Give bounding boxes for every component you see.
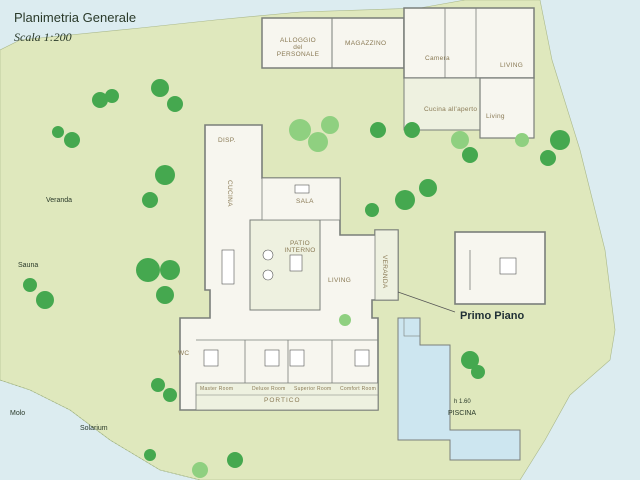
bed [499, 257, 517, 275]
label-wc: WC [178, 350, 190, 357]
bed [289, 349, 305, 367]
label-warehouse: MAGAZZINO [345, 40, 387, 47]
leader-line [397, 291, 456, 313]
pool-steps [403, 317, 421, 337]
label-bedroom-2: Deluxe Room [252, 386, 286, 392]
label-bedroom-4: Comfort Room [340, 386, 377, 392]
first-floor-inset [454, 231, 546, 305]
shoreline [0, 379, 201, 480]
plan-scale: Scala 1:200 [14, 30, 72, 44]
guest-house [403, 7, 535, 79]
label-patio: PATIO INTERNO [284, 240, 316, 254]
label-bedroom-3: Superior Room [294, 386, 332, 392]
label-molo: Molo [10, 410, 26, 417]
bed [264, 349, 280, 367]
label-portico: PORTICO [264, 397, 301, 404]
label-pool-depth: h 1.60 [454, 399, 471, 405]
sofa [294, 184, 310, 194]
label-living-small: Living [486, 113, 505, 120]
label-sala: SALA [296, 198, 314, 205]
sofa [289, 254, 303, 272]
label-camera: Camera [425, 55, 450, 62]
portico-band [195, 382, 379, 411]
label-veranda: Veranda [46, 197, 73, 204]
inner-patio [249, 219, 321, 311]
label-kitchen: CUCINA [226, 180, 233, 207]
label-veranda-room: VERANDA [381, 255, 388, 289]
label-first-floor: Primo Piano [460, 310, 525, 322]
bed [203, 349, 219, 367]
label-pool: PISCINA [448, 410, 477, 417]
chair [262, 249, 274, 261]
label-sauna: Sauna [18, 262, 39, 269]
label-disp: DISP. [218, 137, 236, 144]
trees [23, 79, 570, 468]
label-living-top: LIVING [500, 62, 524, 69]
veranda-room [374, 229, 399, 301]
label-solarium: Solarium [80, 425, 108, 432]
label-living-main: LIVING [328, 277, 352, 284]
bed [354, 349, 370, 367]
shrubs [192, 116, 529, 478]
chair [262, 269, 274, 281]
plan-title: Planimetria Generale [14, 10, 137, 25]
label-bedroom-1: Master Room [200, 386, 234, 392]
small-living [479, 77, 535, 139]
dining-table [221, 249, 235, 285]
label-staff-housing: ALLOGGIO del PERSONALE [276, 37, 320, 58]
staff-block [261, 17, 405, 69]
label-outdoor-kitchen: Cucina all'aperto [424, 106, 478, 113]
